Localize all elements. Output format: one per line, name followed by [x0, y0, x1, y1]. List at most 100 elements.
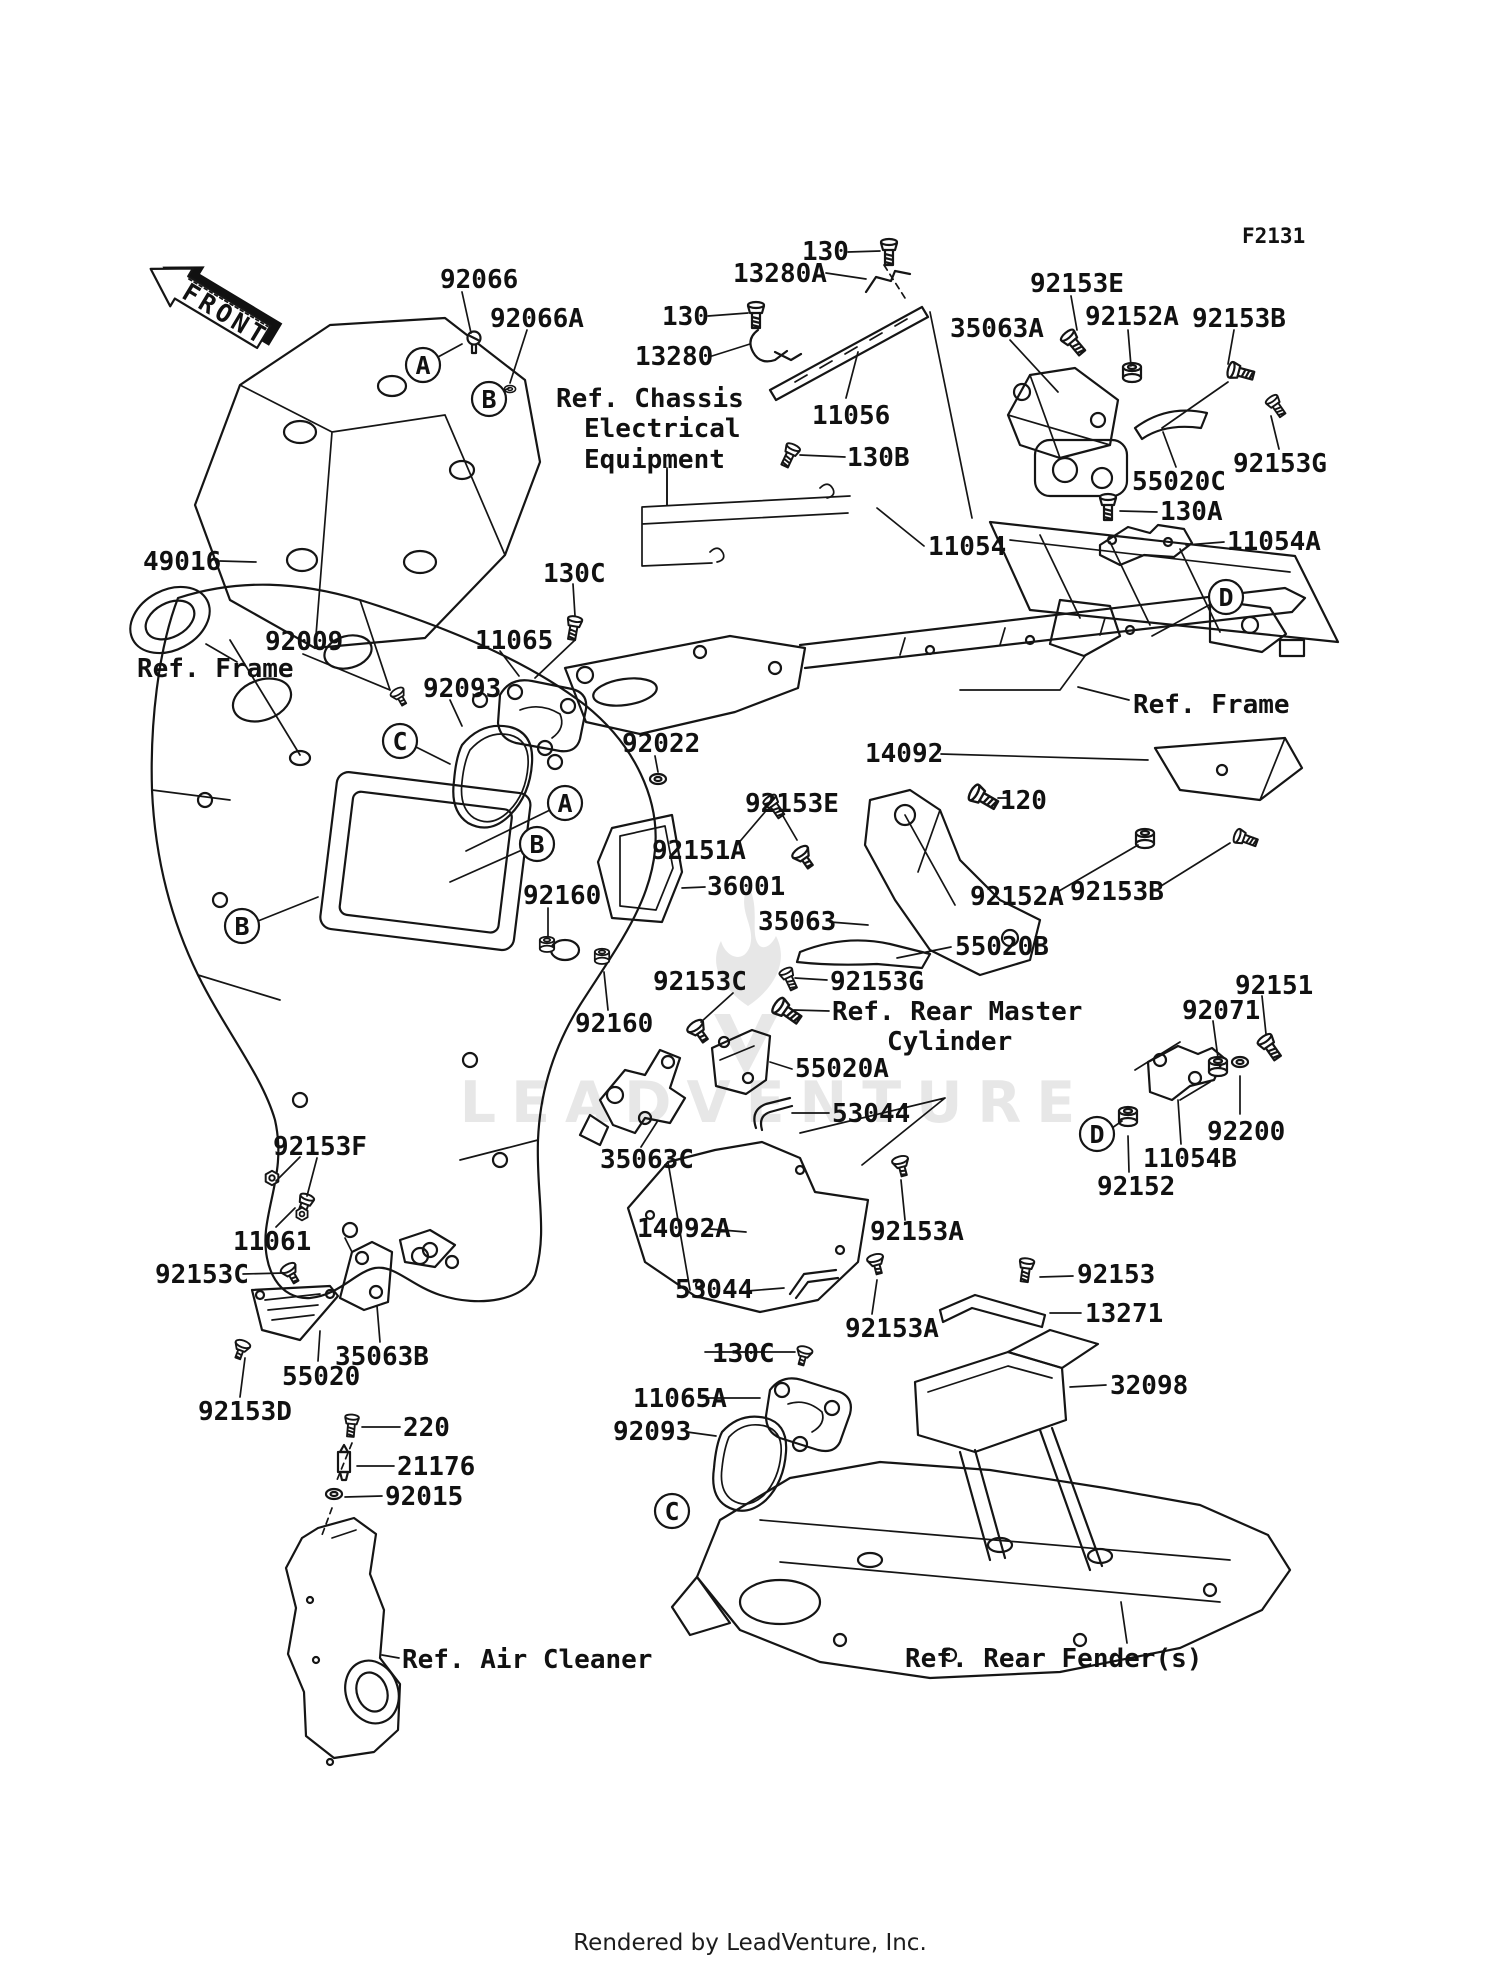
part-label-11061-54: 11061: [233, 1227, 311, 1257]
gasket-92093-lower: [712, 1415, 788, 1512]
bracket-35063A: [1006, 366, 1120, 460]
part-label-11065a-64: 11065A: [633, 1384, 727, 1414]
diagram-art: FRONT: [129, 237, 1340, 1767]
guard-55020C: [1133, 409, 1209, 441]
part-label-92152a-14: 92152A: [1085, 302, 1179, 332]
part-label-ref-chassis-7: Ref. Chassis: [556, 384, 744, 414]
screw-icon-92153E-mid: [789, 842, 819, 874]
part-label-92160-36: 92160: [523, 881, 601, 911]
bolt-icon-92066: [466, 330, 482, 355]
part-label-92153b-35: 92153B: [1070, 877, 1164, 907]
part-label-92153e-30: 92153E: [745, 789, 839, 819]
screw-icon-130C-bot: [792, 1343, 815, 1368]
part-label-220-67: 220: [403, 1413, 450, 1443]
part-label-55020c-16: 55020C: [1132, 467, 1226, 497]
part-label-92152a-34: 92152A: [970, 882, 1064, 912]
callout-b-1: B: [470, 380, 508, 418]
part-label-92153f-51: 92153F: [273, 1132, 367, 1162]
callout-circle: [518, 825, 556, 863]
callout-circle: [470, 380, 508, 418]
callout-circle: [381, 722, 419, 760]
part-label-92015-69: 92015: [385, 1482, 463, 1512]
leadventure-watermark: LEADVENTURE: [460, 884, 1090, 1136]
bolt-icon-92153B-mid: [1231, 827, 1261, 851]
part-label-92153a-53: 92153A: [870, 1217, 964, 1247]
callout-a-3: A: [546, 784, 584, 822]
callout-b-5: B: [223, 907, 261, 945]
part-label-92151a-31: 92151A: [652, 836, 746, 866]
part-label-11054-20: 11054: [928, 532, 1006, 562]
bolt-icon-130A: [1098, 492, 1118, 522]
front-arrow: FRONT: [149, 266, 283, 351]
screw-icon-92153D: [229, 1337, 253, 1362]
damper-icon-92152A-top: [1121, 361, 1143, 384]
bolt-icon-92153E-top: [1058, 326, 1090, 360]
part-label-130-3: 130: [802, 237, 849, 267]
part-label-130c-22: 130C: [543, 559, 606, 589]
callout-c-2: C: [381, 722, 419, 760]
part-label-ref-rear-master-41: Ref. Rear Master: [832, 997, 1082, 1027]
sensor-21176: [336, 1443, 352, 1482]
callout-circle: [546, 784, 584, 822]
part-label-ref-rear-fender-s--71: Ref. Rear Fender(s): [905, 1644, 1202, 1674]
bolt-icon-92153: [1016, 1256, 1036, 1284]
part-label-92071-45: 92071: [1182, 996, 1260, 1026]
part-label-55020a-43: 55020A: [795, 1054, 889, 1084]
part-label-120-29: 120: [1000, 786, 1047, 816]
part-label-ref-air-cleaner-70: Ref. Air Cleaner: [402, 1645, 652, 1675]
callout-letter: B: [234, 912, 249, 941]
plate-14092A: [626, 1140, 870, 1314]
equipment-ref-box: [641, 467, 851, 567]
part-label-53044-46: 53044: [832, 1099, 910, 1129]
callout-letter: A: [415, 351, 430, 380]
flange-11065A: [764, 1377, 852, 1453]
gasket-92093-upper: [452, 724, 534, 829]
bolt-icon-master-cyl: [769, 995, 806, 1029]
link-35063C: [578, 1048, 687, 1147]
washer-icon-92200: [1230, 1055, 1250, 1069]
rod-53044-a: [753, 1096, 794, 1132]
part-label-92093-66: 92093: [613, 1417, 691, 1447]
leader-lines: [205, 250, 1280, 1659]
bolt-icon-130: [879, 237, 899, 267]
bolt-icon-130-2: [746, 300, 766, 330]
callout-circle: [223, 907, 261, 945]
watermark-text: LEADVENTURE: [460, 1070, 1090, 1136]
part-label-35063c-50: 35063C: [600, 1145, 694, 1175]
damper-icon-92152: [1117, 1105, 1139, 1128]
part-label-36001-32: 36001: [707, 872, 785, 902]
callout-circle: [1207, 578, 1245, 616]
assembly-dashed-lines: [321, 264, 906, 1536]
callout-b-4: B: [518, 825, 556, 863]
part-label-130-5: 130: [662, 302, 709, 332]
bracket-13280A: [864, 269, 912, 294]
bracket-35063B: [338, 1237, 394, 1312]
bolt-icon-220: [342, 1413, 361, 1439]
wedge-14092: [1153, 736, 1304, 802]
part-label-92151-44: 92151: [1235, 971, 1313, 1001]
part-label-130a-18: 130A: [1160, 497, 1223, 527]
callout-letter: A: [557, 789, 572, 818]
callout-letter: B: [529, 830, 544, 859]
cover-36001: [596, 813, 684, 924]
bolt-icon-92153B-top: [1224, 360, 1257, 385]
part-label-92009-23: 92009: [265, 627, 343, 657]
part-label-92153d-63: 92153D: [198, 1397, 292, 1427]
screw-icon-92153A-b: [865, 1251, 889, 1277]
part-label-ref-frame-24: Ref. Frame: [137, 654, 294, 684]
nut-icon-92153F: [264, 1169, 280, 1187]
part-label-92093-26: 92093: [423, 674, 501, 704]
bracket-35063: [863, 788, 1042, 977]
part-label-21176-68: 21176: [397, 1452, 475, 1482]
part-label-11056-10: 11056: [812, 401, 890, 431]
part-label-92160-40: 92160: [575, 1009, 653, 1039]
part-label-electrical-8: Electrical: [584, 414, 741, 444]
part-label-92153g-17: 92153G: [1233, 449, 1327, 479]
screw-icon-92153C-mid: [684, 1016, 714, 1048]
part-label-92153e-13: 92153E: [1030, 269, 1124, 299]
nut-icon-11061: [295, 1206, 309, 1222]
part-label-14092-28: 14092: [865, 739, 943, 769]
part-label-f2131-0: F2131: [1242, 224, 1305, 248]
holder-32098: [913, 1328, 1104, 1572]
